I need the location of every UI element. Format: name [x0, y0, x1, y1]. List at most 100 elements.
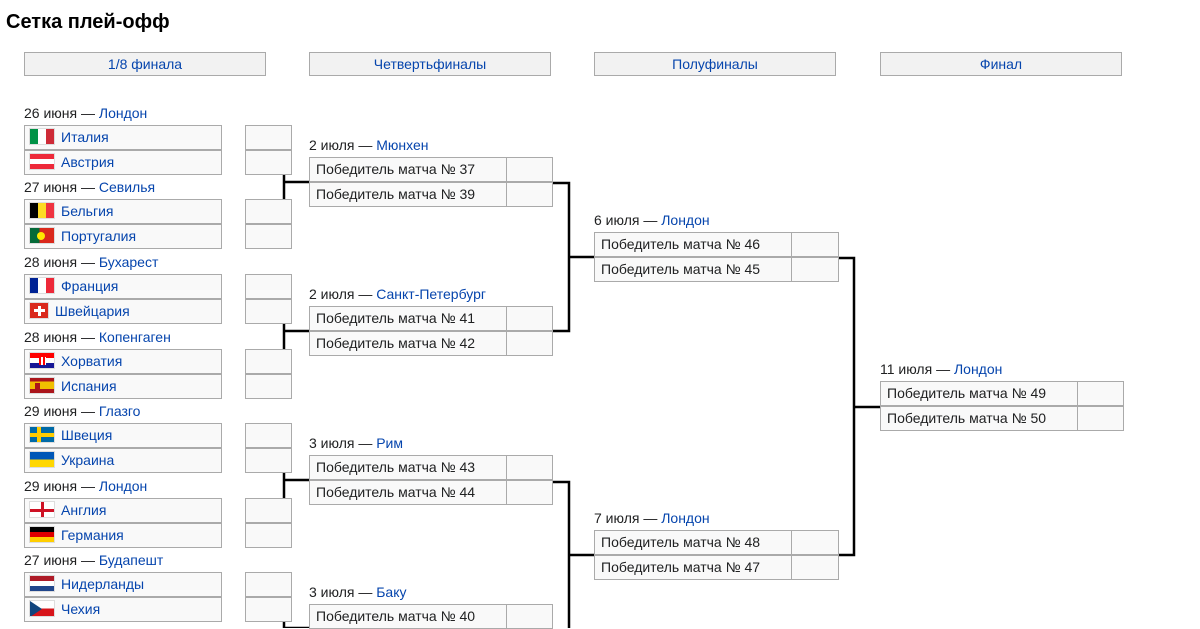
score-cell — [245, 150, 292, 175]
city-link[interactable]: Бухарест — [98, 254, 159, 270]
team-cell: Победитель матча № 49 — [880, 381, 1078, 406]
score-cell — [245, 374, 292, 399]
score-cell — [245, 224, 292, 249]
england-flag-icon — [29, 501, 55, 518]
team-cell: Победитель матча № 40 — [309, 604, 507, 629]
score-cell — [1077, 406, 1124, 431]
score-cell — [791, 257, 839, 282]
sf-match-1-label: 6 июля — Лондон — [594, 212, 710, 228]
connector-qf-3-4 — [553, 480, 571, 628]
france-flag-icon — [29, 277, 55, 294]
score-cell — [245, 572, 292, 597]
score-cell — [245, 299, 292, 324]
score-cell — [506, 331, 553, 356]
team-cell: Победитель матча № 39 — [309, 182, 507, 207]
team-cell[interactable]: Австрия — [24, 150, 222, 175]
score-cell — [506, 455, 553, 480]
sweden-flag-icon — [29, 426, 55, 443]
score-cell — [245, 125, 292, 150]
score-cell — [506, 306, 553, 331]
team-cell[interactable]: Франция — [24, 274, 222, 299]
score-cell — [245, 523, 292, 548]
team-cell: Победитель матча № 44 — [309, 480, 507, 505]
croatia-flag-icon — [29, 352, 55, 369]
germany-flag-icon — [29, 526, 55, 543]
r16-match-2-label: 27 июня — Севилья — [24, 179, 156, 195]
qf-match-4-label: 3 июля — Баку — [309, 584, 407, 600]
score-cell — [506, 182, 553, 207]
team-cell: Победитель матча № 37 — [309, 157, 507, 182]
round-header-sf[interactable]: Полуфиналы — [594, 52, 836, 76]
spain-flag-icon — [29, 377, 55, 394]
team-cell: Победитель матча № 46 — [594, 232, 792, 257]
score-cell — [245, 349, 292, 374]
team-cell: Победитель матча № 45 — [594, 257, 792, 282]
r16-match-6-label: 29 июня — Лондон — [24, 478, 148, 494]
qf-match-3-label: 3 июля — Рим — [309, 435, 404, 451]
team-cell: Победитель матча № 50 — [880, 406, 1078, 431]
qf-match-1-label: 2 июля — Мюнхен — [309, 137, 429, 153]
city-link[interactable]: Баку — [376, 584, 407, 600]
score-cell — [506, 480, 553, 505]
city-link[interactable]: Копенгаген — [98, 329, 171, 345]
score-cell — [1077, 381, 1124, 406]
score-cell — [791, 555, 839, 580]
city-link[interactable]: Лондон — [661, 510, 710, 526]
city-link[interactable]: Лондон — [98, 478, 148, 494]
qf-match-2-label: 2 июля — Санкт-Петербург — [309, 286, 487, 302]
team-cell[interactable]: Хорватия — [24, 349, 222, 374]
team-cell: Победитель матча № 47 — [594, 555, 792, 580]
round-header-final[interactable]: Финал — [880, 52, 1122, 76]
italy-flag-icon — [29, 128, 55, 145]
city-link[interactable]: Глазго — [98, 403, 141, 419]
city-link[interactable]: Лондон — [953, 361, 1003, 377]
round-header-r16[interactable]: 1/8 финала — [24, 52, 266, 76]
team-cell[interactable]: Швейцария — [24, 299, 222, 324]
r16-match-7-label: 27 июня — Будапешт — [24, 552, 164, 568]
score-cell — [245, 423, 292, 448]
city-link[interactable]: Санкт-Петербург — [376, 286, 487, 302]
r16-match-4-label: 28 июня — Копенгаген — [24, 329, 171, 345]
r16-match-1-label: 26 июня — Лондон — [24, 105, 148, 121]
team-cell: Победитель матча № 41 — [309, 306, 507, 331]
score-cell — [791, 530, 839, 555]
score-cell — [791, 232, 839, 257]
team-cell[interactable]: Нидерланды — [24, 572, 222, 597]
r16-match-3-label: 28 июня — Бухарест — [24, 254, 159, 270]
city-link[interactable]: Рим — [376, 435, 404, 451]
team-cell[interactable]: Италия — [24, 125, 222, 150]
round-header-qf[interactable]: Четвертьфиналы — [309, 52, 551, 76]
team-cell: Победитель матча № 43 — [309, 455, 507, 480]
team-cell[interactable]: Бельгия — [24, 199, 222, 224]
netherlands-flag-icon — [29, 575, 55, 592]
city-link[interactable]: Лондон — [98, 105, 148, 121]
city-link[interactable]: Севилья — [98, 179, 156, 195]
final-match-label: 11 июля — Лондон — [880, 361, 1003, 377]
score-cell — [506, 157, 553, 182]
belgium-flag-icon — [29, 202, 55, 219]
score-cell — [245, 274, 292, 299]
r16-match-5-label: 29 июня — Глазго — [24, 403, 141, 419]
sf-match-2-label: 7 июля — Лондон — [594, 510, 710, 526]
team-cell[interactable]: Украина — [24, 448, 222, 473]
connector-qf-1-2 — [553, 181, 571, 333]
team-cell[interactable]: Швеция — [24, 423, 222, 448]
city-link[interactable]: Лондон — [661, 212, 710, 228]
score-cell — [245, 597, 292, 622]
team-cell[interactable]: Германия — [24, 523, 222, 548]
team-cell[interactable]: Англия — [24, 498, 222, 523]
czechia-flag-icon — [29, 600, 55, 617]
score-cell — [506, 604, 553, 629]
city-link[interactable]: Мюнхен — [376, 137, 429, 153]
score-cell — [245, 498, 292, 523]
portugal-flag-icon — [29, 227, 55, 244]
connector-sf-1-2 — [839, 256, 856, 557]
team-cell[interactable]: Испания — [24, 374, 222, 399]
team-cell[interactable]: Чехия — [24, 597, 222, 622]
score-cell — [245, 199, 292, 224]
city-link[interactable]: Будапешт — [98, 552, 164, 568]
austria-flag-icon — [29, 153, 55, 170]
page-title: Сетка плей-офф — [6, 11, 170, 33]
team-cell[interactable]: Португалия — [24, 224, 222, 249]
ukraine-flag-icon — [29, 451, 55, 468]
